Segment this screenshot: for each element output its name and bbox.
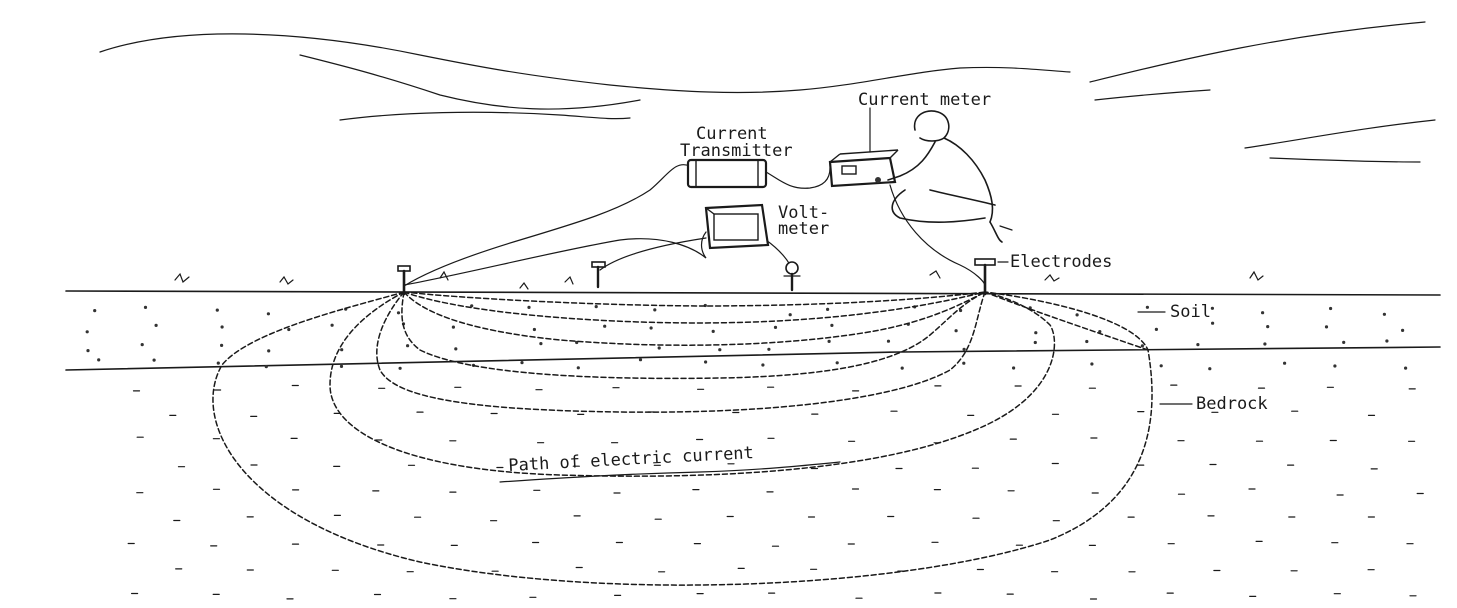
label-current-transmitter-line2: Transmitter <box>680 143 793 160</box>
label-current-meter: Current meter <box>858 92 991 109</box>
label-bedrock: Bedrock <box>1196 396 1268 413</box>
label-electrodes: Electrodes <box>1010 254 1112 271</box>
current-transmitter-box <box>688 160 766 187</box>
operator-figure <box>888 111 1012 242</box>
label-soil: Soil <box>1170 304 1211 321</box>
ground-surface-line <box>66 291 1440 295</box>
voltmeter-box <box>706 205 768 248</box>
soil-bedrock-boundary <box>66 347 1440 370</box>
electrode-left-potential <box>592 262 605 287</box>
electrode-right-potential <box>784 262 800 290</box>
grass-tufts <box>175 271 1263 289</box>
bedrock-pattern <box>128 385 1423 599</box>
electrode-left-current <box>398 266 410 294</box>
label-voltmeter-line2: meter <box>778 221 829 238</box>
